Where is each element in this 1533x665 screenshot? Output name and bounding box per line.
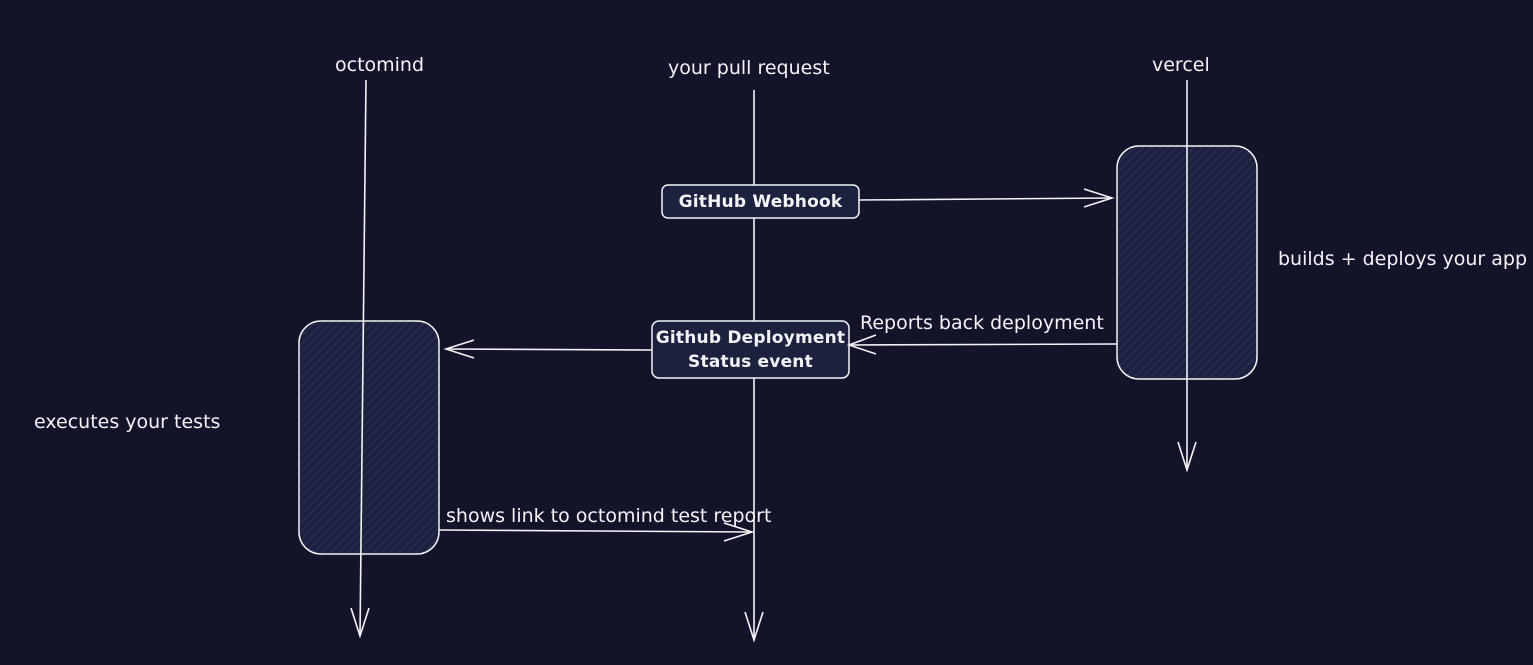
status-to-octomind-arrow xyxy=(443,339,653,359)
octomind-activity-note: executes your tests xyxy=(34,411,221,433)
octomind-lifeline xyxy=(350,79,370,639)
github-webhook-label: GitHub Webhook xyxy=(678,191,843,212)
webhook-to-vercel-arrow xyxy=(858,188,1115,208)
github-webhook-text: GitHub Webhook xyxy=(662,185,859,218)
deployment-status-text: Github Deployment Status event xyxy=(652,321,849,378)
octomind-activation-box xyxy=(298,320,440,555)
deployment-status-line2: Status event xyxy=(688,351,813,372)
octomind-to-pull-request-arrow xyxy=(438,522,755,542)
reports-back-label: Reports back deployment xyxy=(860,312,1104,334)
actor-vercel-label: vercel xyxy=(1152,54,1210,76)
deployment-status-line1: Github Deployment xyxy=(655,327,846,348)
vercel-activity-note: builds + deploys your app xyxy=(1278,248,1528,270)
github-webhook-box xyxy=(661,184,860,219)
actor-pull-request-label: your pull request xyxy=(668,57,830,79)
shows-link-label: shows link to octomind test report xyxy=(446,505,772,527)
vercel-to-status-arrow xyxy=(846,334,1118,355)
vercel-lifeline xyxy=(1177,80,1197,473)
actor-octomind-label: octomind xyxy=(335,54,425,76)
